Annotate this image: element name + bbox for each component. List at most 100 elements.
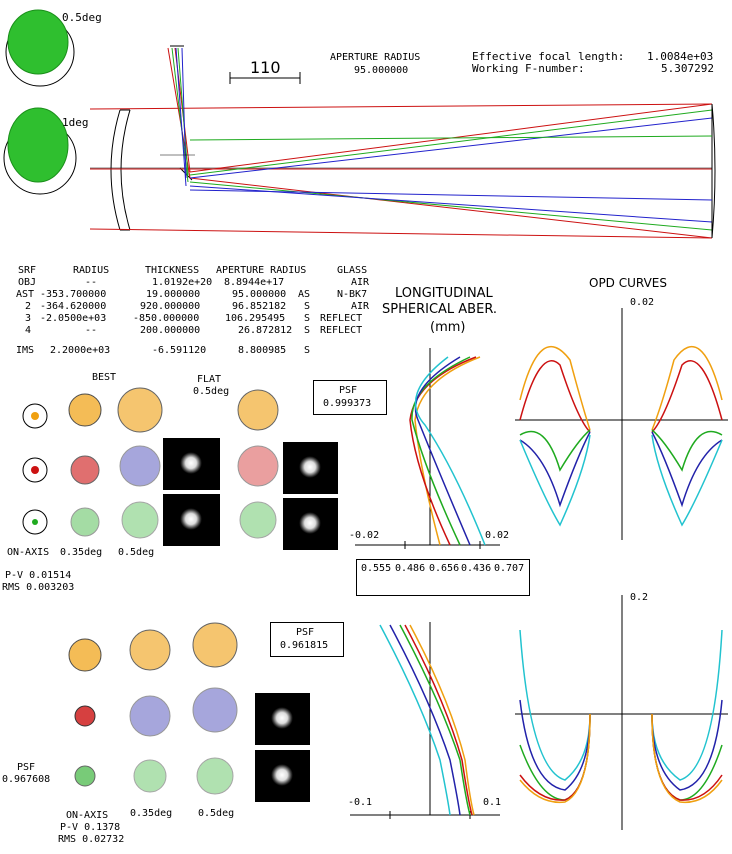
- row-2-glass: AIR: [351, 301, 370, 312]
- lsa-title-line1: LONGITUDINAL: [395, 286, 493, 301]
- bottom-col-label-035: 0.35deg: [130, 808, 173, 819]
- legend-wl-1: 0.555: [361, 563, 392, 574]
- psf-label-bottom: PSF: [296, 627, 315, 638]
- row-ast-aperture: 95.000000: [232, 289, 287, 300]
- scale-bar: [229, 72, 301, 84]
- row-2-thickness: 920.000000: [140, 301, 201, 312]
- psf-image-bottom-2: [255, 750, 310, 802]
- aperture-radius-label: APERTURE RADIUS: [330, 52, 421, 63]
- lsa-top-xmax: 0.02: [485, 530, 510, 541]
- legend-wl-5: 0.707: [494, 563, 525, 574]
- opd-top-plot: [515, 308, 728, 540]
- col-aperture-radius: APERTURE RADIUS: [216, 265, 307, 276]
- row-4-thickness: 200.000000: [140, 325, 201, 336]
- row-ims-radius: 2.2000e+03: [50, 345, 111, 356]
- row-3-solve: S: [304, 313, 311, 324]
- wavelength-legend: 0.555 0.486 0.656 0.436 0.707: [356, 559, 530, 596]
- row-2-solve: S: [304, 301, 311, 312]
- row-4-aperture: 26.872812: [238, 325, 293, 336]
- spot-label-1deg: 1deg: [62, 116, 89, 129]
- bottom-psf-left-value: 0.967608: [2, 774, 51, 785]
- psf-image-bottom-1: [255, 693, 310, 745]
- row-obj-radius: --: [85, 277, 98, 288]
- row-ims-srf: IMS: [16, 345, 35, 356]
- lsa-bottom-xmax: 0.1: [483, 797, 502, 808]
- row-3-radius: -2.0500e+03: [40, 313, 107, 324]
- top-pv-label: P-V 0.01514: [5, 570, 72, 581]
- col-thickness: THICKNESS: [145, 265, 200, 276]
- legend-wl-3: 0.656: [429, 563, 460, 574]
- efl-value: 1.0084e+03: [647, 50, 714, 63]
- row-4-glass: REFLECT: [320, 325, 363, 336]
- psf-value-top: 0.999373: [323, 398, 372, 409]
- opd-bottom-plot: [515, 595, 728, 830]
- row-2-srf: 2: [25, 301, 32, 312]
- spot-grid-top: [22, 387, 279, 539]
- psf-box-top: PSF 0.999373: [313, 380, 387, 415]
- fnum-value: 5.307292: [661, 62, 714, 75]
- lsa-title-line2: SPHERICAL ABER.: [382, 302, 498, 317]
- psf-value-bottom: 0.961815: [280, 640, 329, 651]
- psf-box-bottom: PSF 0.961815: [270, 622, 344, 657]
- bottom-col-label-on-axis: ON-AXIS: [66, 810, 109, 821]
- row-obj-aperture: 8.8944e+17: [224, 277, 285, 288]
- col-glass: GLASS: [337, 265, 368, 276]
- row-ims-thickness: -6.591120: [152, 345, 207, 356]
- spot-diagram-0-5deg: [5, 9, 75, 87]
- scale-label: 110: [250, 58, 281, 77]
- flat-label: FLAT: [197, 374, 222, 385]
- psf-image-top-3: [283, 442, 338, 494]
- top-col-label-05: 0.5deg: [118, 547, 155, 558]
- row-4-srf: 4: [25, 325, 32, 336]
- top-col-label-035: 0.35deg: [60, 547, 103, 558]
- col-srf: SRF: [18, 265, 37, 276]
- efl-label: Effective focal length:: [472, 50, 625, 63]
- row-3-thickness: -850.000000: [133, 313, 200, 324]
- col-radius: RADIUS: [73, 265, 110, 276]
- bottom-col-label-05: 0.5deg: [198, 808, 235, 819]
- row-ast-srf: AST: [16, 289, 35, 300]
- row-ims-solve: S: [304, 345, 311, 356]
- row-ast-radius: -353.700000: [40, 289, 107, 300]
- bottom-pv-label: P-V 0.1378: [60, 822, 121, 833]
- opd-title: OPD CURVES: [589, 276, 667, 290]
- psf-label-top: PSF: [339, 385, 358, 396]
- top-col-label-on-axis: ON-AXIS: [7, 547, 50, 558]
- opd-top-max: 0.02: [630, 297, 655, 308]
- lsa-title-line3: (mm): [430, 320, 466, 335]
- spot-diagram-1deg: [3, 107, 77, 195]
- row-ast-solve: AS: [298, 289, 311, 300]
- lsa-bottom-axes: [350, 622, 500, 819]
- psf-image-top-4: [283, 498, 338, 550]
- spot-label-0-5deg: 0.5deg: [62, 11, 102, 24]
- bottom-psf-left-label: PSF: [17, 762, 36, 773]
- bottom-rms-label: RMS 0.02732: [58, 834, 125, 845]
- row-obj-thickness: 1.0192e+20: [152, 277, 213, 288]
- row-ast-thickness: 19.000000: [146, 289, 201, 300]
- row-3-srf: 3: [25, 313, 32, 324]
- flat-field-label: 0.5deg: [193, 386, 230, 397]
- top-rms-label: RMS 0.003203: [2, 582, 75, 593]
- lsa-top-xmin: -0.02: [349, 530, 380, 541]
- row-obj-srf: OBJ: [18, 277, 37, 288]
- psf-image-top-1: [163, 438, 220, 490]
- aperture-radius-value: 95.000000: [354, 65, 409, 76]
- row-ims-aperture: 8.800985: [238, 345, 287, 356]
- lsa-top-axes: [355, 348, 500, 549]
- legend-wl-2: 0.486: [395, 563, 426, 574]
- row-ast-glass: N-BK7: [337, 289, 368, 300]
- legend-wl-4: 0.436: [461, 563, 492, 574]
- row-4-radius: --: [85, 325, 98, 336]
- row-obj-glass: AIR: [351, 277, 370, 288]
- best-label: BEST: [92, 372, 117, 383]
- row-2-aperture: 96.852182: [232, 301, 287, 312]
- row-4-solve: S: [304, 325, 311, 336]
- opd-bottom-max: 0.2: [630, 592, 649, 603]
- spot-grid-bottom: [68, 622, 238, 795]
- row-3-aperture: 106.295495: [225, 313, 286, 324]
- row-3-glass: REFLECT: [320, 313, 363, 324]
- fnum-label: Working F-number:: [472, 62, 585, 75]
- optical-layout: [89, 45, 716, 239]
